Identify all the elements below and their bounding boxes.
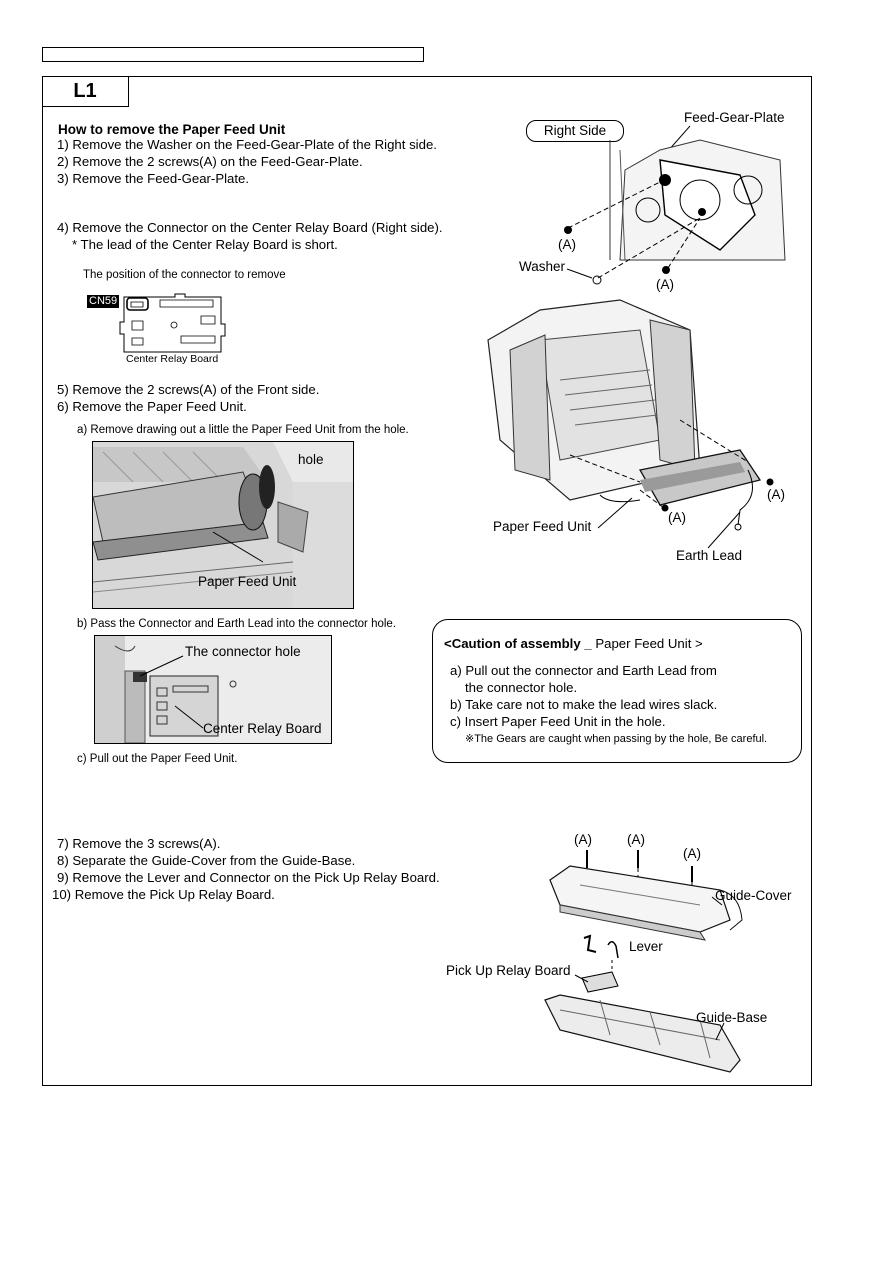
pick-up-relay-board-label: Pick Up Relay Board <box>446 963 571 978</box>
guide-cover-label: Guide-Cover <box>715 888 792 903</box>
substep-b: b) Pass the Connector and Earth Lead int… <box>77 618 397 630</box>
photo-paper-feed-unit: hole Paper Feed Unit <box>92 441 354 609</box>
section-frame <box>42 76 812 1086</box>
header-box <box>42 47 424 62</box>
caution-note: ※The Gears are caught when passing by th… <box>465 733 768 745</box>
step-2: 2) Remove the 2 screws(A) on the Feed-Ge… <box>57 154 363 169</box>
substep-a: a) Remove drawing out a little the Paper… <box>77 424 409 436</box>
cn59-label: CN59 <box>87 295 120 308</box>
step-5: 5) Remove the 2 screws(A) of the Front s… <box>57 382 320 397</box>
connector-position-caption: The position of the connector to remove <box>83 269 286 281</box>
paper-feed-unit-photo-label: Paper Feed Unit <box>198 574 297 589</box>
paper-feed-unit-diagram-label: Paper Feed Unit <box>493 519 592 534</box>
caution-line-b: b) Take care not to make the lead wires … <box>450 697 718 712</box>
board-outline <box>87 294 247 366</box>
step-4: 4) Remove the Connector on the Center Re… <box>57 220 443 235</box>
screw-a-label-5: (A) <box>574 832 592 847</box>
screw-a-label-7: (A) <box>683 846 701 861</box>
connector-hole-label: The connector hole <box>185 644 301 659</box>
caution-line-a2: the connector hole. <box>465 680 578 695</box>
screw-a-label-1: (A) <box>558 237 576 252</box>
substep-c: c) Pull out the Paper Feed Unit. <box>77 753 238 765</box>
screw-a-label-3: (A) <box>668 510 686 525</box>
caution-title: <Caution of assembly _ Paper Feed Unit > <box>444 636 703 651</box>
step-3: 3) Remove the Feed-Gear-Plate. <box>57 171 250 186</box>
lever-label: Lever <box>629 939 663 954</box>
step-4-note: * The lead of the Center Relay Board is … <box>72 237 338 252</box>
photo-connector-hole: The connector hole Center Relay Board <box>94 635 332 744</box>
feed-gear-plate-label: Feed-Gear-Plate <box>684 110 785 125</box>
caution-box: <Caution of assembly _ Paper Feed Unit >… <box>432 619 802 763</box>
right-side-badge: Right Side <box>526 120 624 142</box>
screw-a-label-6: (A) <box>627 832 645 847</box>
step-1: 1) Remove the Washer on the Feed-Gear-Pl… <box>57 137 437 152</box>
center-relay-board-sketch: CN59 <box>87 294 247 366</box>
step-7: 7) Remove the 3 screws(A). <box>57 836 221 851</box>
section-tab: L1 <box>42 76 129 107</box>
step-10: 10) Remove the Pick Up Relay Board. <box>52 887 275 902</box>
center-relay-board-caption: Center Relay Board <box>126 353 219 365</box>
earth-lead-label: Earth Lead <box>676 548 743 563</box>
center-relay-board-photo-label: Center Relay Board <box>203 721 322 736</box>
step-8: 8) Separate the Guide-Cover from the Gui… <box>57 853 356 868</box>
step-6: 6) Remove the Paper Feed Unit. <box>57 399 247 414</box>
step-9: 9) Remove the Lever and Connector on the… <box>57 870 440 885</box>
photo-connector-hole-drawing <box>95 636 331 743</box>
section-heading: How to remove the Paper Feed Unit <box>58 122 286 137</box>
guide-base-label: Guide-Base <box>696 1010 768 1025</box>
washer-label: Washer <box>519 259 566 274</box>
screw-a-label-4: (A) <box>767 487 785 502</box>
screw-a-label-2: (A) <box>656 277 674 292</box>
caution-line-c: c) Insert Paper Feed Unit in the hole. <box>450 714 666 729</box>
photo-paper-feed-unit-drawing <box>93 442 353 608</box>
caution-line-a: a) Pull out the connector and Earth Lead… <box>450 663 717 678</box>
hole-label: hole <box>298 452 324 467</box>
